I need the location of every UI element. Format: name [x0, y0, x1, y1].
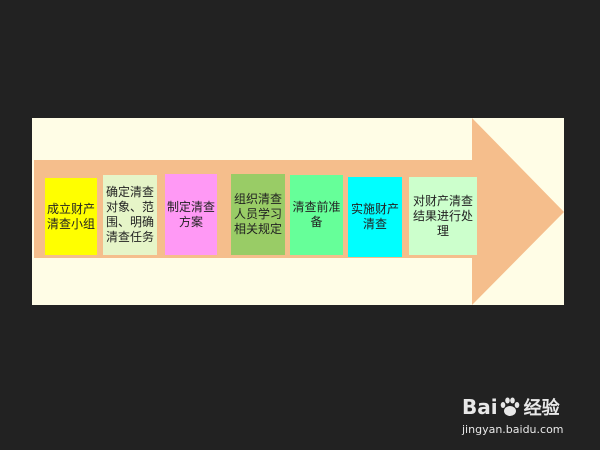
- watermark-logo: Bai 经验: [462, 395, 560, 419]
- step-6-box: 实施财产清查: [348, 177, 402, 257]
- watermark-brand-right: 经验: [523, 398, 560, 419]
- step-4-box: 组织清查人员学习相关规定: [231, 174, 285, 255]
- step-7-box: 对财产清查结果进行处理: [409, 177, 477, 255]
- step-3-box: 制定清查方案: [165, 174, 217, 255]
- watermark-brand-left: Bai: [462, 395, 498, 419]
- diagram-panel: 成立财产清查小组 确定清查对象、范围、明确清查任务 制定清查方案 组织清查人员学…: [32, 118, 564, 305]
- step-5-box: 清查前准备: [290, 175, 343, 255]
- watermark-url: jingyan.baidu.com: [462, 423, 564, 436]
- baidu-paw-icon: [500, 397, 519, 416]
- step-1-box: 成立财产清查小组: [45, 178, 97, 255]
- baidu-jingyan-watermark: Bai 经验 jingyan.baidu.com: [462, 395, 592, 444]
- step-2-box: 确定清查对象、范围、明确清查任务: [103, 175, 157, 255]
